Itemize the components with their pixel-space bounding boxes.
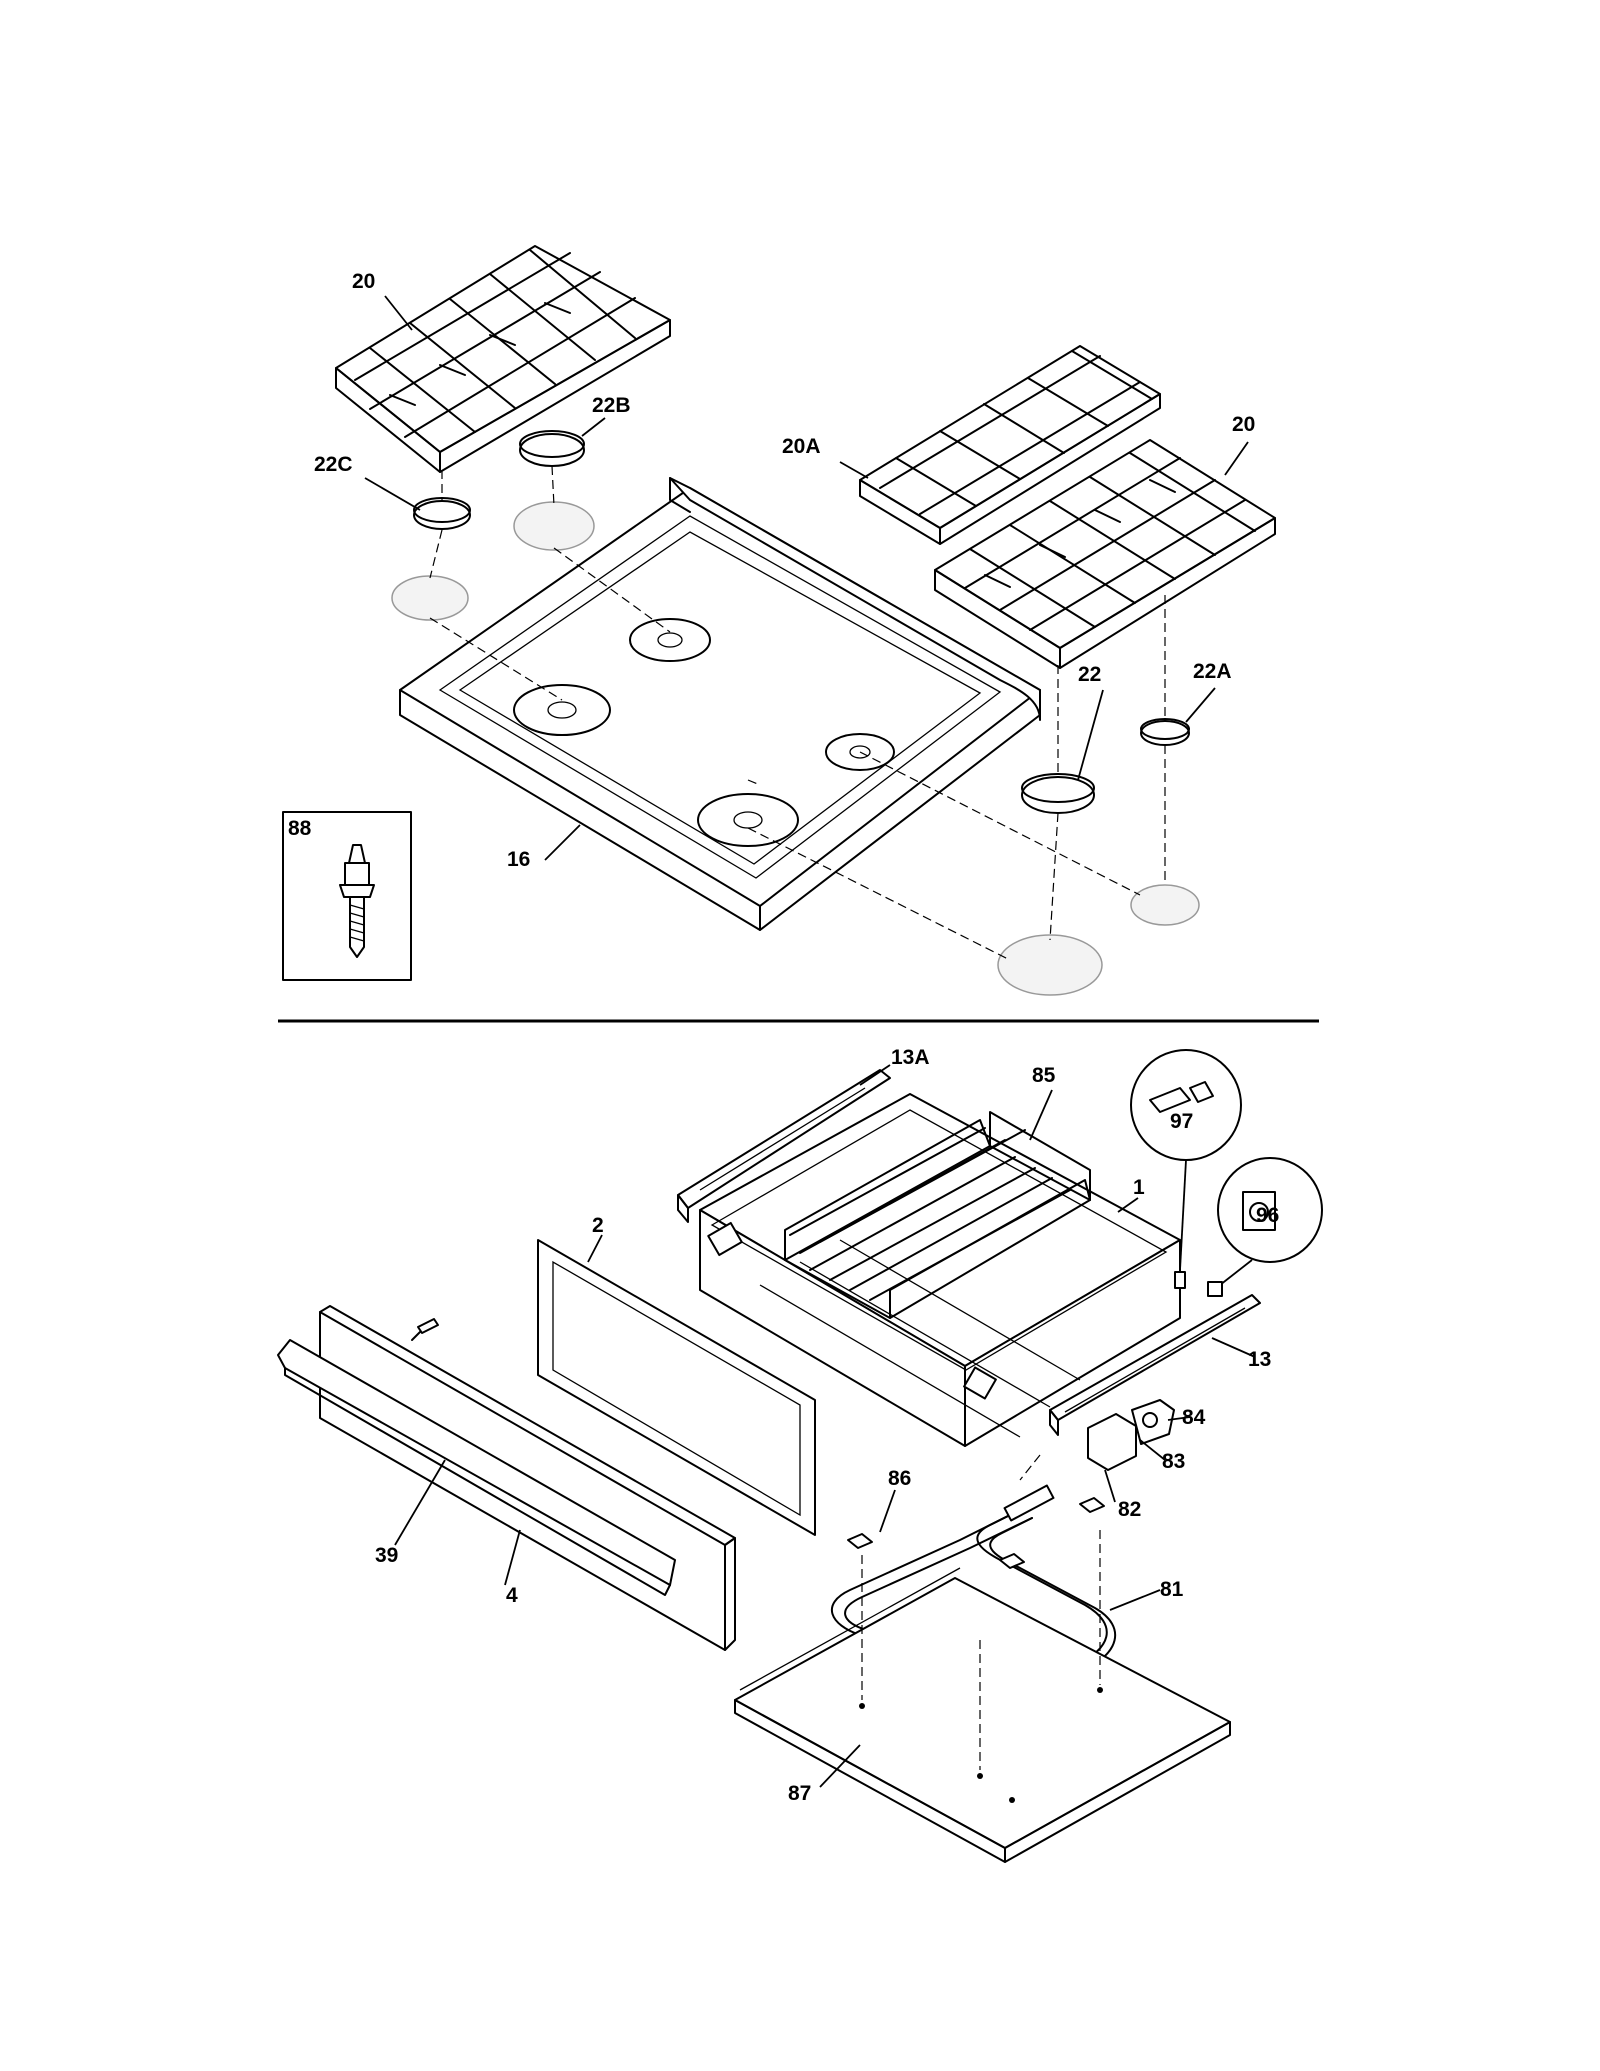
drawer-body — [699, 1093, 1181, 1447]
label-4: 4 — [506, 1584, 518, 1607]
label-86: 86 — [888, 1467, 911, 1490]
label-83: 83 — [1162, 1450, 1185, 1473]
label-20a: 20A — [782, 435, 821, 458]
label-22a: 22A — [1193, 660, 1232, 683]
grate-right — [934, 439, 1276, 669]
drawer-handle — [277, 1339, 676, 1596]
label-16: 16 — [507, 848, 530, 871]
label-20-left: 20 — [352, 270, 375, 293]
label-22: 22 — [1078, 663, 1101, 686]
drawer-liner — [537, 1239, 816, 1536]
burner-hole-rf — [697, 793, 799, 847]
slide-13 — [1049, 1294, 1261, 1436]
label-84: 84 — [1182, 1406, 1206, 1429]
label-13: 13 — [1248, 1348, 1271, 1371]
label-81: 81 — [1160, 1578, 1184, 1601]
cooktop-section — [282, 245, 1276, 996]
burner-cap-22a — [1140, 718, 1190, 746]
label-13a: 13A — [891, 1046, 930, 1069]
cooktop — [399, 477, 1041, 931]
label-22c: 22C — [314, 453, 353, 476]
label-85: 85 — [1032, 1064, 1056, 1087]
bracket-assembly — [1087, 1399, 1175, 1471]
handle-screw — [411, 1318, 439, 1341]
label-82: 82 — [1118, 1498, 1141, 1521]
drawer-bottom-87 — [734, 1567, 1231, 1863]
burner-hole-lr — [629, 618, 711, 662]
burner-cap-22c — [413, 497, 471, 530]
rack-85 — [784, 1111, 1091, 1319]
label-39: 39 — [375, 1544, 398, 1567]
leaders-lower — [394, 1064, 1256, 1788]
label-1: 1 — [1133, 1176, 1145, 1199]
label-2: 2 — [592, 1214, 604, 1237]
part-labels: 20 22B 22C 20A 20 22 22A 16 88 13A 85 97… — [288, 270, 1279, 1805]
label-20-right: 20 — [1232, 413, 1255, 436]
label-88: 88 — [288, 817, 312, 840]
screw-inset-88 — [282, 811, 412, 981]
grate-left — [335, 245, 671, 473]
assembly-lines-lower — [861, 1454, 1101, 1770]
burner-cap-22 — [1021, 773, 1095, 814]
burner-hole-lf — [513, 684, 611, 736]
slide-13a — [677, 1069, 891, 1223]
label-96: 96 — [1256, 1204, 1279, 1227]
label-97: 97 — [1170, 1110, 1193, 1133]
burner-cap-22b — [519, 430, 585, 467]
heating-element-81 — [830, 1484, 1117, 1705]
leaders-upper — [364, 295, 1249, 861]
grate-middle — [859, 345, 1161, 545]
assembly-lines-upper — [429, 465, 1166, 961]
clip-callout-96 — [1207, 1157, 1323, 1297]
label-22b: 22B — [592, 394, 631, 417]
drawer-section — [277, 1049, 1323, 1863]
label-87: 87 — [788, 1782, 811, 1805]
screw-callout-97 — [1130, 1049, 1242, 1289]
burner-heads — [391, 501, 1200, 996]
